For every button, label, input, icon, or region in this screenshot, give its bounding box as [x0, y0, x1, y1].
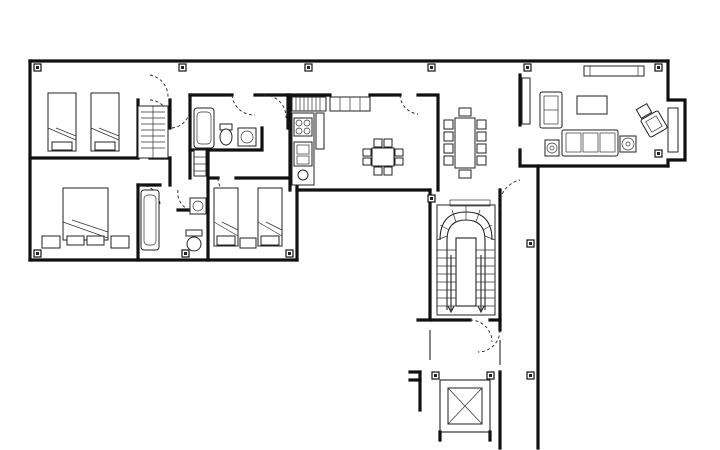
kitchen-sink [293, 141, 313, 167]
doors [139, 74, 521, 353]
bathroom-2 [140, 189, 207, 252]
bed-3-left [213, 187, 239, 247]
bathroom-1 [193, 107, 257, 177]
sink-1 [237, 127, 257, 147]
nightstand-left [41, 235, 61, 249]
shelf-1 [193, 149, 207, 177]
bathtub-2 [140, 189, 160, 251]
kitchen-table [362, 138, 404, 176]
wardrobe-1 [137, 105, 169, 159]
dining-table [443, 107, 487, 179]
kitchen [291, 96, 371, 186]
armchair-left [539, 91, 563, 129]
toilet-2 [185, 229, 203, 252]
living-room [521, 65, 679, 157]
ottoman [635, 102, 653, 120]
exterior-walls [28, 59, 687, 450]
sink-2 [189, 197, 207, 215]
lounge-chair [640, 110, 668, 138]
bathtub-1 [193, 107, 215, 149]
bed-3-right [257, 187, 283, 247]
bedroom-3 [213, 187, 283, 249]
bed-left [47, 92, 77, 152]
nightstand-3 [239, 237, 257, 249]
stove [293, 117, 313, 137]
side-table-right [619, 135, 637, 153]
bedroom-2 [41, 187, 130, 249]
corridor-details [408, 330, 501, 382]
bed-right [90, 92, 120, 152]
elevator [438, 379, 492, 442]
fridge [315, 112, 325, 150]
bedroom-1 [47, 92, 169, 159]
side-cabinet [521, 77, 531, 125]
stair-core [436, 199, 496, 316]
tv-unit [583, 65, 645, 77]
nightstand-right [110, 235, 130, 249]
side-table-left [544, 139, 560, 157]
toilet-1 [219, 123, 233, 146]
window-bay [667, 107, 679, 153]
double-bed [62, 187, 109, 246]
sofa [561, 129, 619, 157]
coffee-table [576, 95, 608, 115]
pantry [291, 96, 327, 112]
appliance [297, 169, 309, 181]
